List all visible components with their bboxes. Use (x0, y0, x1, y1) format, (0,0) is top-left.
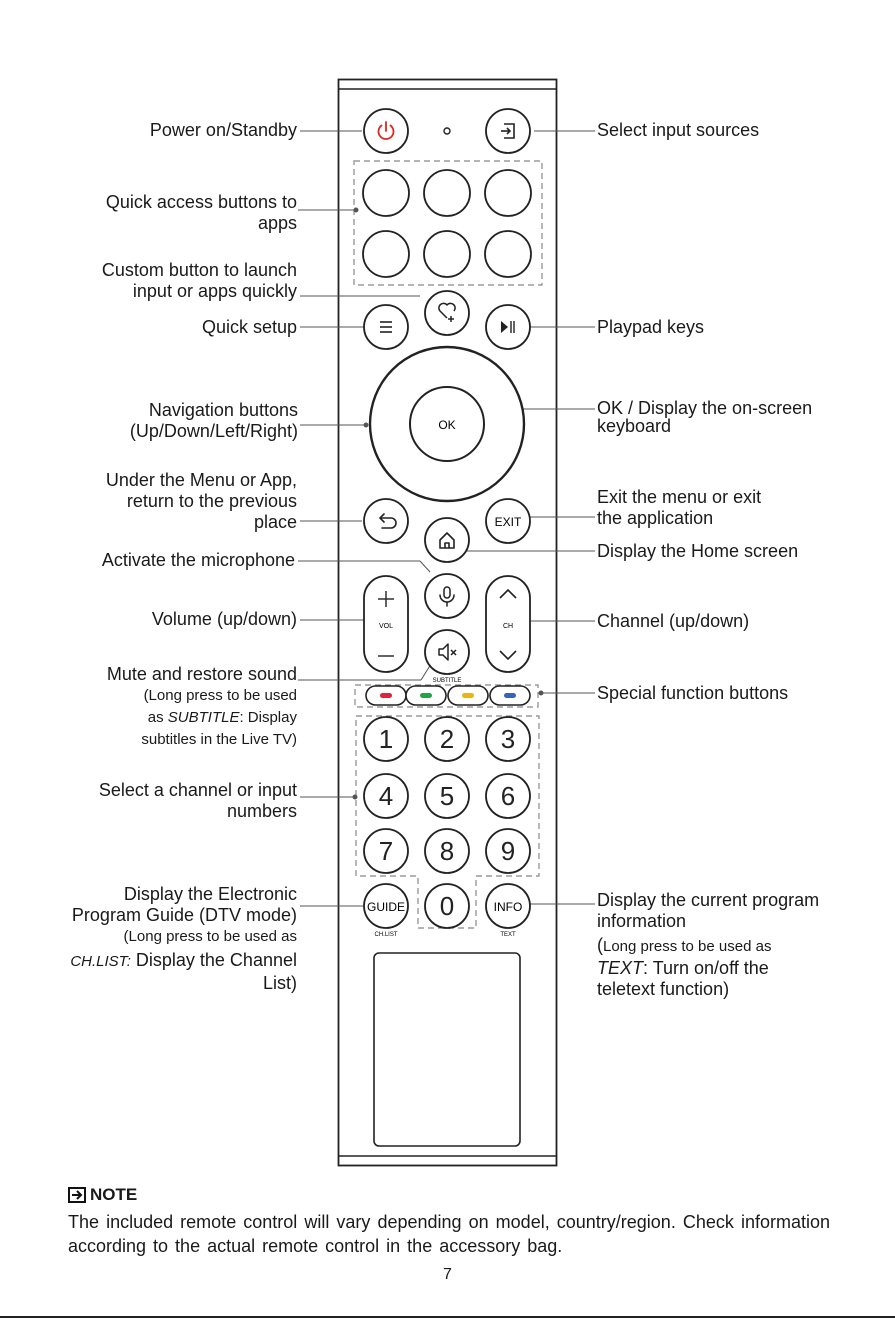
plus-icon (378, 591, 394, 607)
note-icon (68, 1187, 86, 1203)
app-button-5[interactable] (423, 230, 471, 278)
vol-label: VOL (379, 623, 393, 630)
remote-body (337, 78, 558, 1167)
digit-label-4: 4 (379, 781, 393, 811)
power-icon (377, 121, 395, 140)
app-button-6[interactable] (484, 230, 532, 278)
digit-label-3: 3 (501, 724, 515, 754)
exit-label: EXIT (495, 515, 522, 529)
note-heading: NOTE (68, 1185, 137, 1205)
input-icon (501, 123, 515, 139)
digit-button-7[interactable] (363, 828, 409, 874)
digit-button-3[interactable] (485, 716, 531, 762)
info-label: INFO (494, 900, 523, 914)
page-bottom-rule (0, 1316, 895, 1318)
digit-label-0: 0 (440, 891, 454, 921)
chlist-label: CH.LIST (374, 932, 397, 938)
digit-label-8: 8 (440, 836, 454, 866)
channel-rocker[interactable] (485, 575, 531, 673)
label-microphone: Activate the microphone (101, 550, 295, 570)
custom-button[interactable] (424, 290, 470, 336)
digit-label-1: 1 (379, 724, 393, 754)
number-pad: 1 2 3 4 5 6 7 8 9 0 (363, 716, 531, 929)
back-icon (378, 513, 397, 529)
color-key-dot-3 (462, 693, 474, 698)
ok-button[interactable] (409, 386, 485, 462)
app-button-4[interactable] (362, 230, 410, 278)
app-button-3[interactable] (484, 169, 532, 217)
label-home: Display the Home screen (597, 541, 799, 561)
ch-label: CH (503, 623, 513, 630)
digit-label-7: 7 (379, 836, 393, 866)
digit-label-2: 2 (440, 724, 454, 754)
label-power: Power on/Standby (149, 120, 297, 140)
label-back: Under the Menu or App,return to the prev… (105, 470, 297, 532)
mute-button[interactable] (424, 629, 470, 675)
digit-button-1[interactable] (363, 716, 409, 762)
quick-access-buttons (362, 169, 532, 278)
label-special: Special function buttons (597, 683, 789, 703)
leader-lines (298, 130, 595, 907)
chevron-up-icon (499, 588, 517, 599)
digit-button-2[interactable] (424, 716, 470, 762)
home-button[interactable] (424, 517, 470, 563)
label-input: Select input sources (597, 120, 760, 140)
guide-label: GUIDE (367, 900, 405, 914)
chevron-down-icon (499, 650, 517, 661)
page-number: 7 (443, 1266, 452, 1283)
back-button[interactable] (363, 498, 409, 544)
text-label: TEXT (500, 932, 516, 938)
label-info: Display the current program information … (597, 890, 820, 999)
digit-label-5: 5 (440, 781, 454, 811)
label-playpad: Playpad keys (597, 317, 705, 337)
indicator-led (443, 127, 451, 135)
digit-button-0[interactable] (424, 883, 470, 929)
digit-label-6: 6 (501, 781, 515, 811)
note-body: The included remote control will vary de… (68, 1212, 830, 1256)
ok-label: OK (438, 418, 455, 432)
touchpad[interactable] (373, 952, 521, 1147)
digit-button-9[interactable] (485, 828, 531, 874)
microphone-icon (439, 586, 455, 607)
play-pause-icon (501, 321, 515, 333)
guide-button[interactable] (363, 883, 409, 929)
color-key-dot-1 (380, 693, 392, 698)
color-key-dot-2 (420, 693, 432, 698)
label-channel: Channel (up/down) (597, 611, 750, 631)
info-button[interactable] (485, 883, 531, 929)
label-volume: Volume (up/down) (151, 609, 297, 629)
menu-icon (380, 321, 392, 333)
heart-plus-icon (438, 302, 456, 322)
exit-button[interactable] (485, 498, 531, 544)
app-button-2[interactable] (423, 169, 471, 217)
home-icon (439, 532, 455, 549)
digit-button-6[interactable] (485, 773, 531, 819)
digit-label-9: 9 (501, 836, 515, 866)
label-navigation: Navigation buttons(Up/Down/Left/Right) (129, 400, 298, 441)
label-quick-setup: Quick setup (201, 317, 297, 337)
app-button-1[interactable] (362, 169, 410, 217)
volume-rocker[interactable] (363, 575, 409, 673)
digit-button-8[interactable] (424, 828, 470, 874)
color-keys (365, 685, 531, 706)
label-mute: Mute and restore sound (Long press to be… (106, 664, 297, 748)
digit-button-5[interactable] (424, 773, 470, 819)
microphone-button[interactable] (424, 573, 470, 619)
label-guide: Display the Electronic Program Guide (DT… (70, 884, 297, 993)
digit-button-4[interactable] (363, 773, 409, 819)
color-key-dot-4 (504, 693, 516, 698)
dashed-groups (353, 160, 543, 929)
mute-icon (438, 643, 457, 661)
subtitle-label: SUBTITLE (433, 678, 462, 684)
